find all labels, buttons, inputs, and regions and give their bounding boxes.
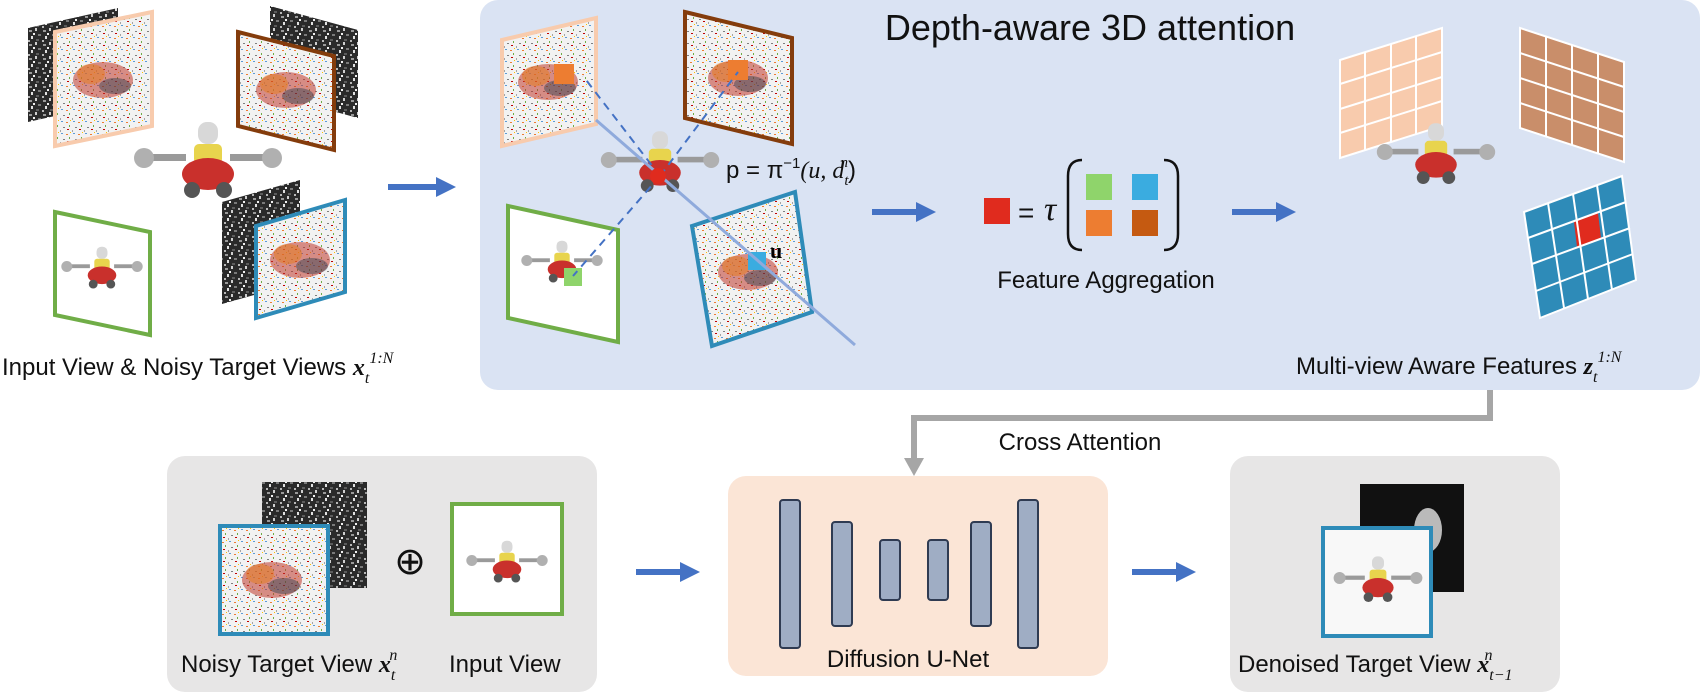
input-view-label: Input View — [449, 651, 561, 678]
down-arrow-icon — [904, 390, 1493, 476]
right-arrow-icon-4 — [636, 562, 700, 582]
feature-aggregation: = τ — [984, 158, 1180, 252]
equals-sign: = — [1018, 197, 1034, 228]
multiview-feature-grids — [1339, 26, 1638, 320]
right-arrow-icon-2 — [872, 202, 936, 222]
camera-ray — [595, 118, 856, 347]
unet-panel — [728, 476, 1108, 676]
attn-pixel-brown — [728, 60, 748, 80]
unet-blocks — [779, 499, 1039, 649]
right-arrow-icon-5 — [1132, 562, 1196, 582]
feature-brown — [1132, 210, 1158, 236]
multiview-features-label: Multi-view Aware Features zt1:N — [1296, 349, 1623, 386]
noisy-target-label: Noisy Target View xtn — [181, 647, 397, 684]
projection-equation: p = π−1(u, dtn) — [726, 155, 856, 189]
denoised-label: Denoised Target View xt−1n — [1238, 647, 1513, 684]
feature-green — [1086, 174, 1112, 200]
projection-diagram — [500, 9, 856, 349]
cross-attention-label: Cross Attention — [999, 429, 1162, 456]
3d-point-p — [650, 168, 666, 184]
attn-pixel-green — [564, 268, 582, 286]
right-arrow-icon-3 — [1232, 202, 1296, 222]
right-arrow-icon — [388, 177, 456, 197]
feature-cyan — [1132, 174, 1158, 200]
feature-grid-peach — [1339, 26, 1443, 160]
unet-label: Diffusion U-Net — [827, 646, 990, 673]
input-views-label: Input View & Noisy Target Views xt1:N — [2, 350, 395, 387]
feature-grid-brown — [1519, 26, 1625, 164]
attention-title: Depth-aware 3D attention — [885, 7, 1295, 48]
feature-orange — [1086, 210, 1112, 236]
feature-grid-highlight — [1574, 213, 1601, 247]
attn-pixel-orange — [554, 64, 574, 84]
feature-aggregation-label: Feature Aggregation — [997, 267, 1215, 294]
aggregated-feature-red — [984, 198, 1010, 224]
feature-grid-blue — [1522, 174, 1638, 320]
input-views-group — [28, 6, 358, 338]
tau-symbol: τ — [1044, 191, 1058, 228]
pixel-u-label: u — [770, 238, 782, 263]
concat-symbol: ⊕ — [394, 541, 426, 583]
